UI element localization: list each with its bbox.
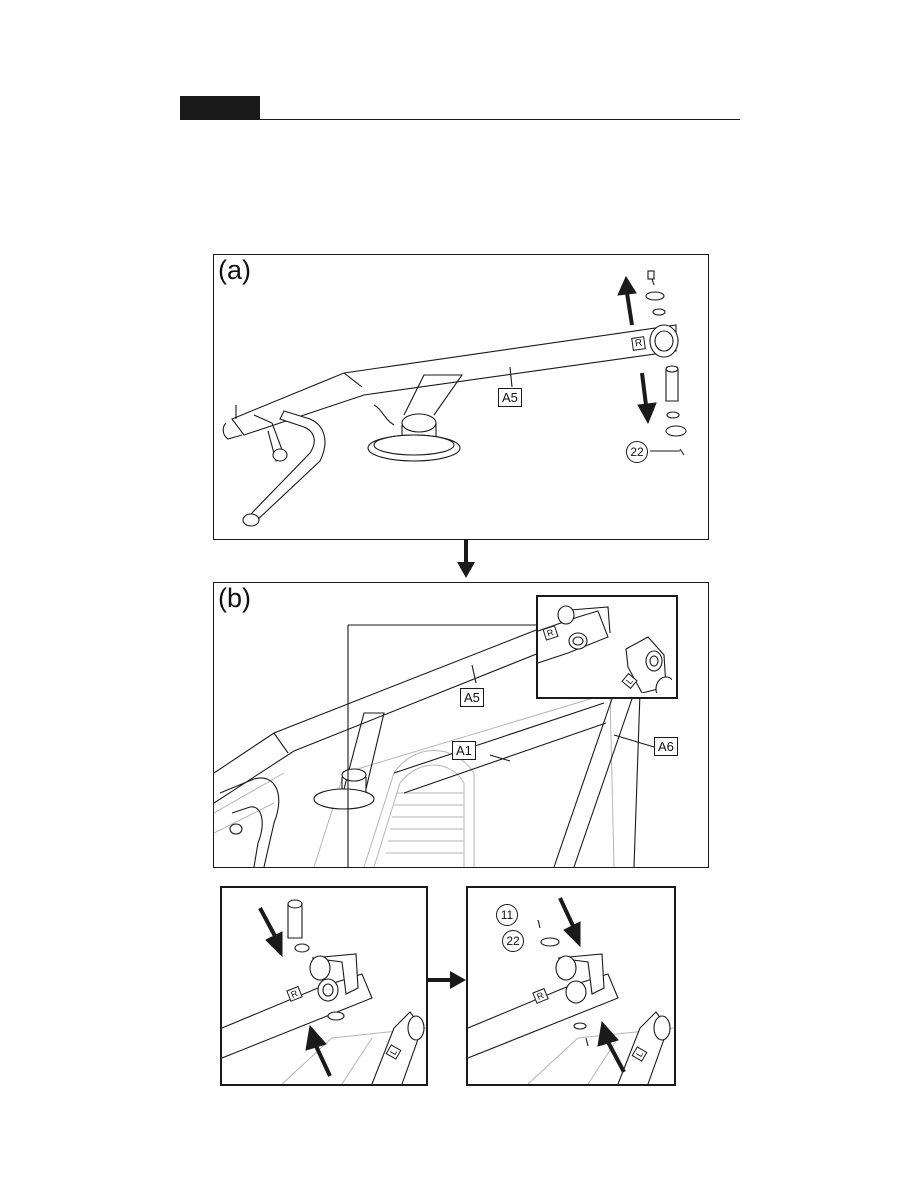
panel-b-label: (b): [218, 585, 251, 612]
panel-a-drawing: [214, 255, 708, 539]
part-a5-label-a: A5: [498, 388, 522, 407]
down-arrow-icon: [454, 540, 478, 580]
part-11-label-d: 11: [496, 904, 518, 926]
detail-step-1: R L: [220, 886, 428, 1086]
right-arrow-icon: [428, 968, 468, 992]
part-22-label-a: 22: [626, 441, 648, 463]
pivot-detail-drawing: [538, 597, 672, 693]
part-22-label-d: 22: [502, 930, 524, 952]
part-a5-label-b: A5: [460, 688, 484, 707]
pivot-detail-inset: R L: [536, 595, 678, 699]
section-header-tab: [180, 96, 260, 120]
part-r-label-a: R: [631, 336, 646, 351]
detail-step-2: 11 22 R L: [466, 886, 676, 1086]
header-rule: [180, 119, 740, 120]
panel-a-label: (a): [218, 257, 251, 284]
panel-a: (a): [213, 254, 709, 540]
part-a6-label-b: A6: [654, 737, 678, 756]
part-a1-label-b: A1: [452, 741, 476, 760]
panel-b: (b): [213, 582, 709, 868]
